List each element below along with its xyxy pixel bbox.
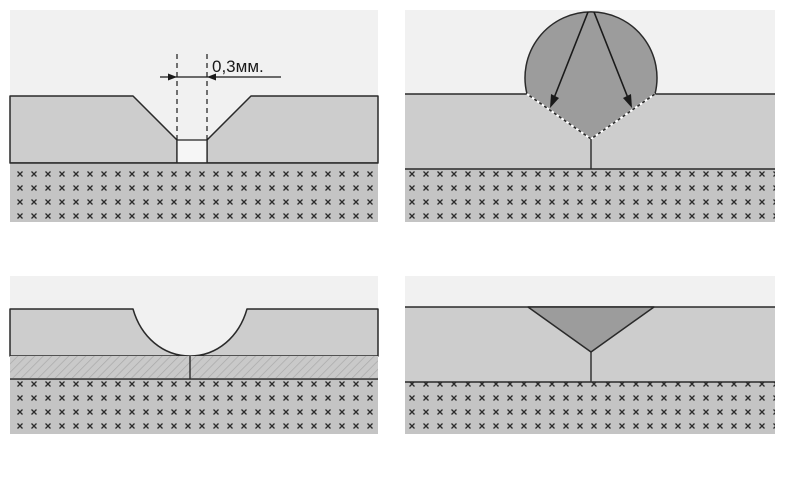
dimension-arrow-left	[168, 73, 177, 81]
base-plate-pattern	[10, 163, 378, 222]
direction-arrow-right-shaft	[593, 11, 629, 99]
base-plate-pattern	[405, 382, 775, 434]
direction-arrow-left-shaft	[553, 11, 589, 99]
base-plate-pattern	[405, 169, 775, 222]
direction-arrow-right-head	[623, 94, 632, 108]
panel-weld-bead	[405, 10, 775, 222]
gap-dimension-label: 0,3мм.	[212, 57, 264, 76]
weld-bead	[524, 11, 658, 140]
panel-flush-v-weld	[405, 276, 775, 434]
v-weld	[527, 306, 655, 353]
hatched-zone	[10, 356, 378, 378]
direction-arrow-left-head	[550, 94, 559, 108]
panel-gouged-root	[9, 276, 379, 434]
root-gap	[176, 139, 208, 164]
plate-with-gouge	[9, 308, 379, 357]
dimension-arrow-right	[207, 73, 216, 81]
base-plate-pattern	[10, 379, 378, 434]
panel-groove-preparation: 0,3мм.	[9, 10, 379, 222]
